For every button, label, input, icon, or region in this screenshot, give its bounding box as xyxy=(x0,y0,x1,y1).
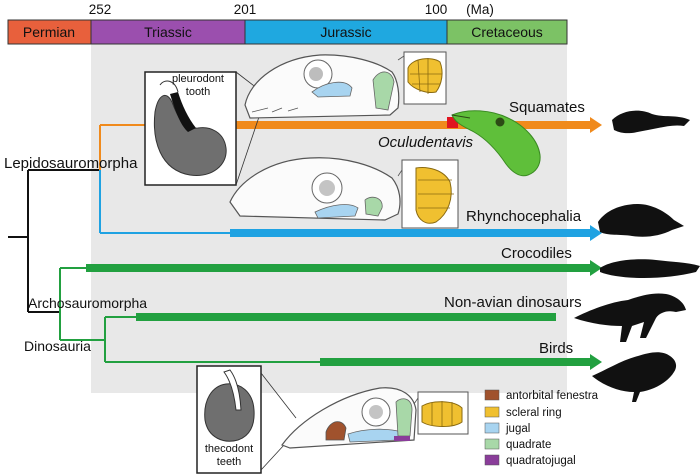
legend-label-quadratojugal: quadratojugal xyxy=(506,455,576,467)
legend-swatch-jugal xyxy=(484,422,500,434)
period-permian xyxy=(7,19,92,45)
taxon-rhynchocephalia: Rhynchocephalia xyxy=(466,208,582,225)
oculudentavis-head-illustration xyxy=(451,110,541,177)
oculudentavis-marker xyxy=(447,117,458,128)
legend-label-quadrate: quadrate xyxy=(506,439,551,451)
thecodont-teeth-inset: thecodont teeth xyxy=(196,365,297,474)
pleurodont-label-line2: tooth xyxy=(186,86,210,98)
thecodont-label-line1: thecodont xyxy=(205,443,253,455)
archosaur-branches xyxy=(59,267,322,363)
period-label-permian: Permian xyxy=(23,24,75,40)
legend-swatch-antorbital xyxy=(484,389,500,401)
clade-dinosauria: Dinosauria xyxy=(24,338,91,354)
period-bar: Permian Triassic Jurassic Cretaceous 252… xyxy=(7,2,568,45)
tick-100: 100 xyxy=(425,2,448,17)
tree-trunk xyxy=(8,169,100,313)
tick-unit: (Ma) xyxy=(466,2,494,17)
clade-lepidosauromorpha: Lepidosauromorpha xyxy=(4,155,138,172)
legend: antorbital fenestra scleral ring jugal q… xyxy=(484,389,599,467)
tick-201: 201 xyxy=(234,2,257,17)
squamate-skull-illustration xyxy=(244,51,447,119)
taxon-crocodiles: Crocodiles xyxy=(501,245,572,262)
legend-label-scleral: scleral ring xyxy=(506,407,562,419)
bird-silhouette xyxy=(592,352,677,402)
taxon-birds: Birds xyxy=(539,340,573,357)
legend-label-antorbital: antorbital fenestra xyxy=(506,390,599,402)
birds-range-bar xyxy=(320,358,590,366)
taxon-squamates: Squamates xyxy=(509,99,585,116)
lizard-silhouette xyxy=(612,110,690,134)
dinosaur-skull-illustration xyxy=(281,387,469,449)
squamates-range-bar xyxy=(230,121,590,129)
crocodiles-range-bar xyxy=(86,264,590,272)
legend-swatch-quadratojugal xyxy=(484,454,500,466)
period-cretaceous xyxy=(446,19,568,45)
taxon-non-avian-dinosaurs: Non-avian dinosaurs xyxy=(444,294,582,311)
period-triassic xyxy=(90,19,246,45)
birds-arrow xyxy=(590,354,602,370)
period-label-jurassic: Jurassic xyxy=(320,24,371,40)
legend-label-jugal: jugal xyxy=(505,423,530,435)
period-jurassic xyxy=(244,19,448,45)
squamates-arrow xyxy=(590,117,602,133)
rhynchocephalian-skull-illustration xyxy=(229,157,459,229)
tick-252: 252 xyxy=(89,2,112,17)
crocodiles-arrow xyxy=(590,260,602,276)
pleurodont-label-line1: pleurodont xyxy=(172,73,224,85)
taxon-oculudentavis: Oculudentavis xyxy=(378,134,474,151)
clade-archosauromorpha: Archosauromorpha xyxy=(28,295,147,311)
pleurodont-tooth-inset: pleurodont tooth xyxy=(144,71,263,186)
legend-swatch-scleral xyxy=(484,406,500,418)
thecodont-label-line2: teeth xyxy=(217,456,241,468)
tuatara-silhouette xyxy=(598,204,684,237)
period-label-triassic: Triassic xyxy=(144,24,192,40)
crocodile-silhouette xyxy=(600,259,700,278)
rhynchocephalia-range-bar xyxy=(230,229,590,237)
rhynchocephalia-arrow xyxy=(590,225,602,241)
non-avian-range-bar xyxy=(136,313,556,321)
legend-swatch-quadrate xyxy=(484,438,500,450)
period-label-cretaceous: Cretaceous xyxy=(471,24,543,40)
theropod-silhouette xyxy=(574,293,686,342)
silhouettes xyxy=(574,110,700,402)
